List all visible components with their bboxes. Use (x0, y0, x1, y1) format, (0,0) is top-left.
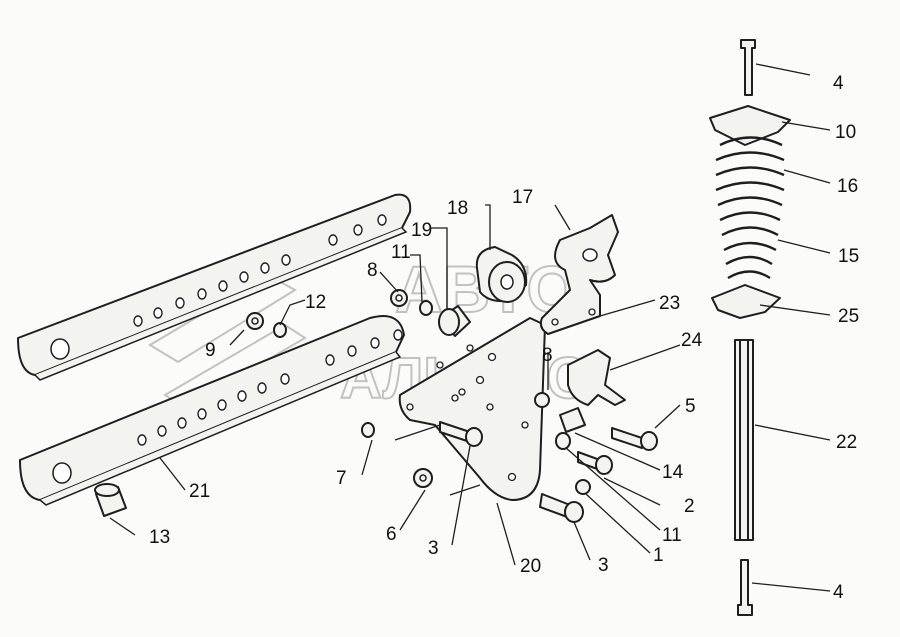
label-8-mid: 8 (542, 345, 553, 366)
label-21: 21 (189, 481, 210, 502)
roller-18 (475, 246, 528, 303)
label-15: 15 (838, 246, 859, 267)
leader-lines (109, 63, 831, 592)
fasteners (246, 289, 658, 523)
bushing-19 (438, 305, 471, 337)
label-19: 19 (411, 220, 432, 241)
label-5: 5 (685, 396, 696, 417)
label-24: 24 (681, 330, 703, 351)
label-3-left: 3 (428, 538, 439, 559)
label-11-top: 11 (391, 242, 411, 263)
label-25: 25 (838, 306, 859, 327)
label-10: 10 (835, 122, 856, 143)
cam-plate-17 (539, 214, 619, 335)
bracket-plate-20 (398, 317, 546, 501)
latch-24 (567, 349, 626, 406)
label-20: 20 (520, 556, 541, 577)
label-4-top: 4 (833, 73, 844, 94)
part-labels: 4 10 16 15 25 22 4 17 18 19 11 8 12 9 23… (149, 73, 859, 603)
upper-arm (17, 193, 412, 381)
label-22: 22 (836, 432, 857, 453)
label-1: 1 (653, 545, 664, 566)
label-14: 14 (662, 462, 684, 483)
bushing-13 (94, 483, 127, 517)
spring-assembly (709, 39, 791, 616)
label-13: 13 (149, 527, 170, 548)
label-8-top: 8 (367, 260, 378, 281)
label-3-right: 3 (598, 555, 609, 576)
label-9: 9 (205, 340, 216, 361)
label-23: 23 (659, 293, 680, 314)
label-6: 6 (386, 524, 397, 545)
label-4-bottom: 4 (833, 582, 844, 603)
label-17: 17 (512, 187, 533, 208)
label-12: 12 (305, 292, 326, 313)
label-2: 2 (684, 496, 695, 517)
label-7: 7 (336, 468, 347, 489)
label-16: 16 (837, 176, 858, 197)
label-18: 18 (447, 198, 468, 219)
label-11-bottom: 11 (662, 525, 682, 546)
lower-arm (19, 315, 405, 506)
